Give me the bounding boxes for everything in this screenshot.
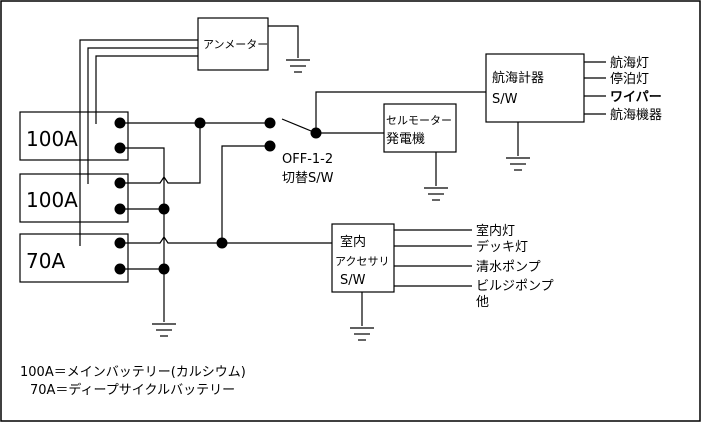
battery3-negative-terminal [114,263,126,275]
battery1-positive-terminal [114,117,126,129]
interior-load-label: ビルジポンプ [476,279,554,294]
junction-dot [194,117,206,129]
nav-switch-label-line2: S/W [492,92,518,107]
interior-load-label: デッキ灯 [476,239,528,255]
battery3-positive-terminal [114,237,126,249]
nav-switch-box [485,53,585,123]
battery-label-2: 100A [26,188,78,212]
battery-box-1 [19,111,129,161]
interior-switch-label-line1: 室内 [340,234,366,250]
battery-label-1: 100A [26,127,78,151]
battery1-negative-terminal [114,142,126,154]
selector-common [310,127,322,139]
battery-box-3 [19,233,129,283]
nav-switch-label-line1: 航海計器 [492,70,544,86]
ground-icon [506,157,530,171]
nav-feed-wire [315,91,486,133]
starter-label-line2: 発電機 [386,132,425,147]
ground-icon [286,59,310,73]
nav-load-label: 航海灯 [610,55,649,71]
legend-line-2: 70A＝ディープサイクルバッテリー [30,382,235,398]
nav-load-label: 航海機器 [610,107,662,123]
interior-switch-label-line2: アクセサリ [335,255,389,268]
ammeter-wire-middle [87,47,198,184]
ground-icon [350,327,374,341]
selector-contact-1 [264,117,276,129]
junction-dot [158,263,170,275]
interior-load-label: 清水ポンプ [476,260,541,275]
ground-icon [152,323,176,337]
selector-lever [281,118,317,134]
ammeter-wire-inner [95,55,198,124]
junction-dot [158,203,170,215]
nav-load-label: ワイパー [610,90,662,105]
selector-contact-2 [264,140,276,152]
battery2-negative-terminal [114,203,126,215]
legend-line-1: 100A＝メインバッテリー(カルシウム) [20,365,246,380]
selector-label-line2: 切替S/W [282,171,334,186]
battery2-positive-wire [120,123,201,184]
junction-dot [216,237,228,249]
ammeter-ground-wire [268,25,299,58]
starter-box [383,103,457,153]
battery-box-2 [19,173,129,223]
switch-pos2-wire [221,145,270,243]
selector-label-line1: OFF-1-2 [282,152,333,167]
ammeter-box [197,17,269,71]
nav-load-label: 停泊灯 [610,71,649,87]
ammeter-label: アンメーター [203,38,268,51]
interior-switch-label-line3: S/W [340,273,366,288]
ground-icon [424,187,448,201]
battery2-positive-terminal [114,177,126,189]
battery-label-3: 70A [26,249,65,273]
interior-load-label: 室内灯 [476,223,515,239]
interior-load-label: 他 [476,295,489,310]
starter-label-line1: セルモーター [386,114,452,127]
junction-dots [114,117,322,275]
ground-symbols [152,59,530,341]
ammeter-wire-outer [79,39,198,246]
interior-switch-box [331,223,395,293]
